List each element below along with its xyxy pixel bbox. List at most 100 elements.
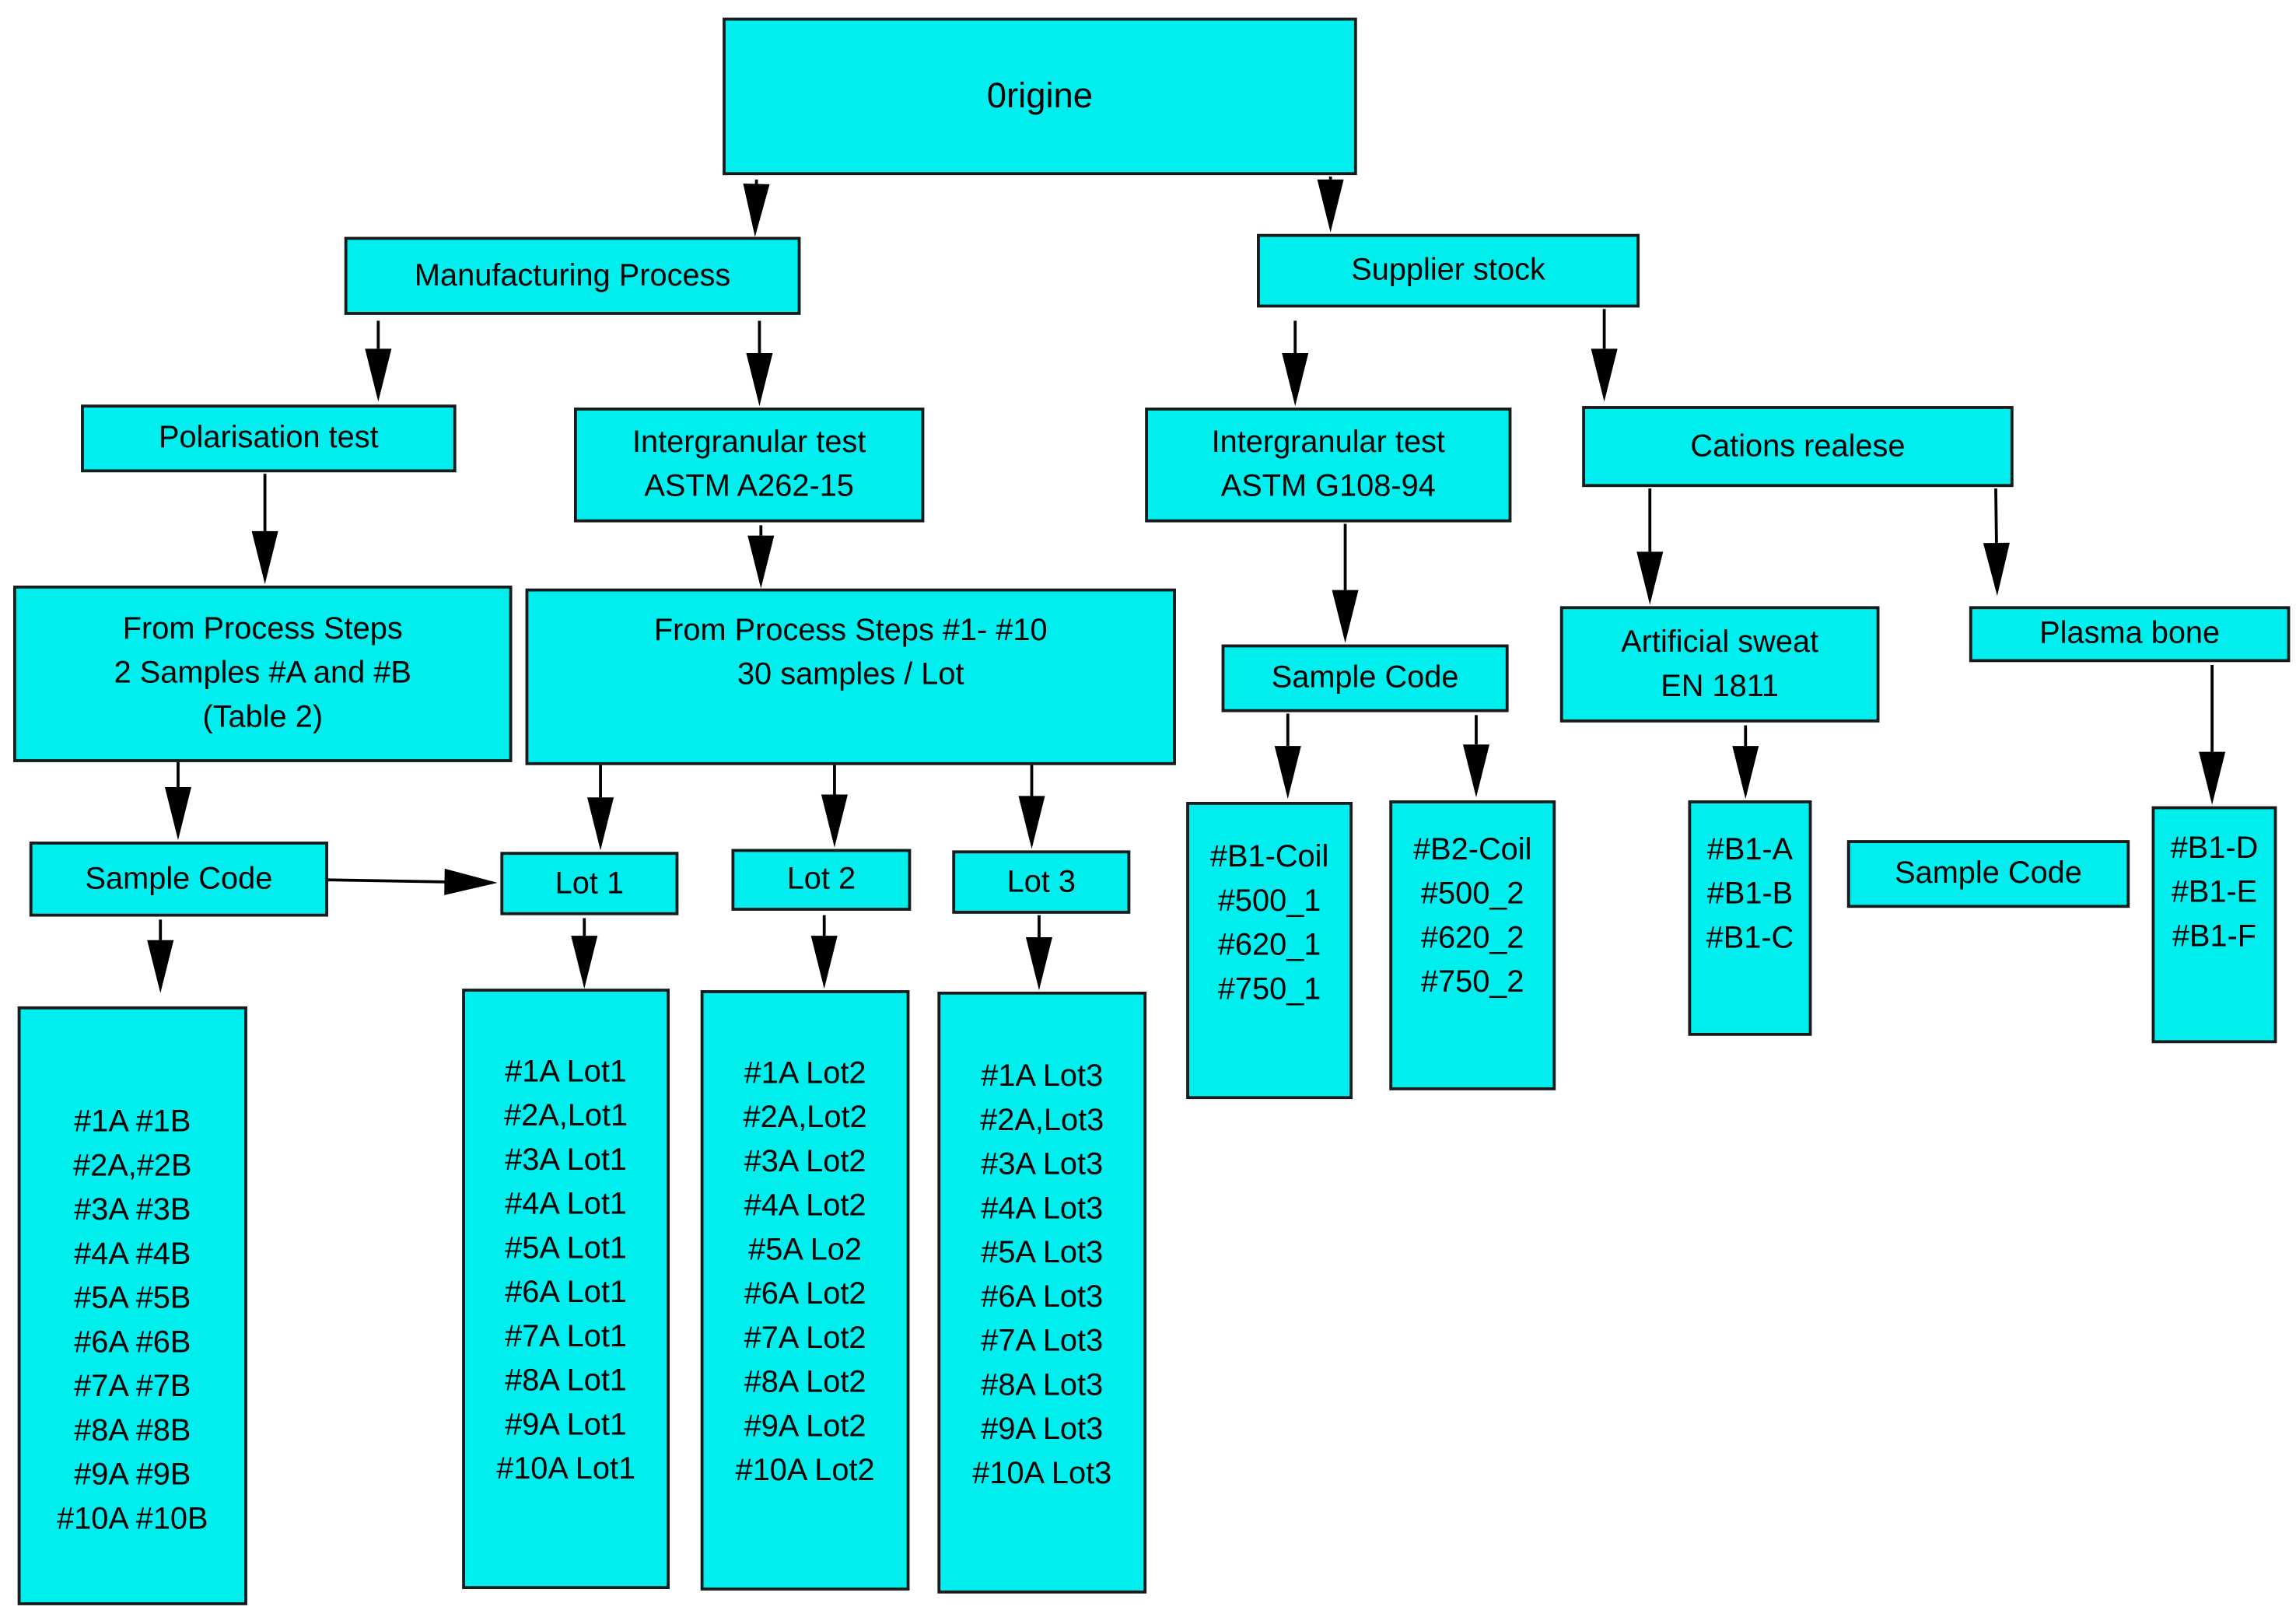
manufacturing-to-intergranular-a262-arrow — [746, 320, 773, 407]
cations-release-label: Cations realese — [1690, 429, 1906, 463]
b1-coil-line-3: #620_1 — [1217, 927, 1321, 962]
supplier-to-intergranular-g108-arrow — [1282, 320, 1309, 407]
b2-coil-line-4: #750_2 — [1420, 964, 1524, 999]
samples-lot3-box: #1A Lot3 #2A,Lot3 #3A Lot3 #4A Lot3 #5A … — [937, 992, 1147, 1594]
origine-label: 0rigine — [986, 75, 1094, 116]
samples-lot3-line-4: #4A Lot3 — [981, 1191, 1104, 1225]
b1-coil-line-4: #750_1 — [1217, 971, 1321, 1006]
samples-lot1-line-7: #7A Lot1 — [505, 1319, 628, 1354]
samples-lot3-line-3: #3A Lot3 — [981, 1146, 1104, 1181]
intergranular-g108-box: Intergranular test ASTM G108-94 — [1145, 408, 1512, 523]
manufacturing-process-label: Manufacturing Process — [414, 257, 731, 292]
samples-lot2-line-2: #2A,Lot2 — [743, 1100, 867, 1135]
b1-coil-line-1: #B1-Coil — [1209, 839, 1329, 873]
samples-ab-line-3: #3A #3B — [74, 1192, 191, 1227]
samples-lot3-line-7: #7A Lot3 — [981, 1323, 1104, 1358]
samples-lot3-line-5: #5A Lot3 — [981, 1235, 1104, 1269]
samples-lot1-line-9: #9A Lot1 — [505, 1408, 628, 1442]
from-process-steps-ab-line-3: (Table 2) — [202, 700, 324, 734]
samples-lot2-line-5: #5A Lo2 — [748, 1233, 863, 1267]
samples-ab-line-6: #6A #6B — [74, 1325, 191, 1359]
intergranular-a262-to-from-steps-lot-arrow — [747, 525, 775, 589]
lot1-to-samples-lot1-arrow — [571, 918, 598, 989]
from-process-steps-lot-box: From Process Steps #1- #10 30 samples / … — [525, 588, 1176, 765]
sample-code-right-label: Sample Code — [1895, 856, 2082, 891]
artificial-sweat-to-b1-abc-arrow — [1732, 725, 1759, 800]
from-process-steps-ab-line-2: 2 Samples #A and #B — [114, 656, 411, 691]
samples-lot3-line-8: #8A Lot3 — [981, 1367, 1104, 1402]
samples-lot2-line-4: #4A Lot2 — [744, 1188, 866, 1223]
sample-code-to-b1-coil-arrow — [1274, 713, 1301, 800]
sample-code-left-to-lot1-arrow — [327, 868, 498, 895]
samples-lot2-line-7: #7A Lot2 — [744, 1321, 866, 1356]
b2-coil-line-3: #620_2 — [1420, 920, 1524, 954]
samples-lot3-line-2: #2A,Lot3 — [980, 1102, 1104, 1137]
from-steps-lot-to-lot1-arrow — [587, 756, 614, 851]
intergranular-g108-line-1: Intergranular test — [1211, 425, 1446, 460]
samples-lot1-line-10: #10A Lot1 — [496, 1452, 636, 1486]
samples-lot1-line-2: #2A,Lot1 — [504, 1099, 628, 1133]
sample-code-to-b2-coil-arrow — [1462, 715, 1490, 798]
plasma-bone-box: Plasma bone — [1969, 606, 2291, 663]
sample-code-mid-label: Sample Code — [1271, 660, 1459, 695]
lot2-to-samples-lot2-arrow — [810, 915, 838, 989]
b1-def-box: #B1-D #B1-E #B1-F — [2151, 806, 2277, 1044]
samples-lot3-line-9: #9A Lot3 — [981, 1412, 1104, 1446]
intergranular-a262-box: Intergranular test ASTM A262-15 — [573, 408, 925, 523]
polarisation-to-from-steps-ab-arrow — [251, 474, 278, 585]
intergranular-g108-line-2: ASTM G108-94 — [1220, 469, 1436, 503]
samples-ab-line-7: #7A #7B — [74, 1369, 191, 1403]
samples-ab-line-2: #2A,#2B — [73, 1148, 192, 1182]
samples-lot1-line-6: #6A Lot1 — [505, 1276, 628, 1310]
b2-coil-line-1: #B2-Coil — [1413, 831, 1532, 866]
lot-2-label: Lot 2 — [786, 862, 856, 897]
plasma-bone-to-b1-def-arrow — [2199, 665, 2226, 805]
samples-ab-line-4: #4A #4B — [74, 1236, 191, 1271]
from-steps-lot-to-lot3-arrow — [1018, 763, 1045, 849]
samples-lot1-line-8: #8A Lot1 — [505, 1363, 628, 1398]
artificial-sweat-line-1: Artificial sweat — [1621, 625, 1819, 659]
lot-3-label: Lot 3 — [1006, 864, 1076, 898]
polarisation-test-box: Polarisation test — [81, 404, 457, 473]
from-process-steps-lot-line-1: From Process Steps #1- #10 — [653, 612, 1048, 647]
b1-abc-line-3: #B1-C — [1706, 920, 1794, 954]
from-process-steps-ab-line-1: From Process Steps — [122, 611, 403, 646]
b1-abc-line-1: #B1-A — [1706, 831, 1794, 866]
samples-ab-line-9: #9A #9B — [74, 1457, 191, 1492]
lot-1-box: Lot 1 — [500, 852, 679, 915]
samples-lot1-box: #1A Lot1 #2A,Lot1 #3A Lot1 #4A Lot1 #5A … — [462, 989, 670, 1590]
samples-lot3-line-1: #1A Lot3 — [981, 1059, 1104, 1093]
samples-lot2-line-1: #1A Lot2 — [744, 1056, 866, 1090]
intergranular-a262-line-2: ASTM A262-15 — [644, 469, 854, 503]
origine-to-supplier-arrow — [1317, 177, 1344, 233]
samples-ab-line-1: #1A #1B — [74, 1104, 191, 1139]
samples-ab-line-8: #8A #8B — [74, 1412, 191, 1447]
plasma-bone-label: Plasma bone — [2039, 616, 2221, 651]
b1-abc-box: #B1-A #B1-B #B1-C — [1688, 800, 1812, 1036]
lot-2-box: Lot 2 — [731, 849, 912, 911]
b1-def-line-2: #B1-E — [2171, 874, 2258, 909]
samples-ab-line-5: #5A #5B — [74, 1280, 191, 1315]
samples-ab-line-10: #10A #10B — [57, 1501, 208, 1535]
samples-lot1-line-4: #4A Lot1 — [505, 1187, 628, 1222]
samples-lot2-line-8: #8A Lot2 — [744, 1365, 866, 1400]
sample-code-mid-box: Sample Code — [1221, 644, 1509, 712]
origine-to-manufacturing-arrow — [743, 179, 770, 237]
samples-lot2-box: #1A Lot2 #2A,Lot2 #3A Lot2 #4A Lot2 #5A … — [700, 990, 910, 1591]
supplier-stock-box: Supplier stock — [1257, 233, 1640, 308]
samples-lot3-line-10: #10A Lot3 — [972, 1455, 1112, 1490]
intergranular-g108-to-sample-code-arrow — [1332, 523, 1359, 643]
samples-ab-box: #1A #1B #2A,#2B #3A #3B #4A #4B #5A #5B … — [17, 1006, 247, 1605]
b1-def-line-1: #B1-D — [2170, 830, 2259, 865]
supplier-stock-label: Supplier stock — [1351, 253, 1545, 287]
sample-code-left-label: Sample Code — [85, 861, 273, 896]
b2-coil-line-2: #500_2 — [1420, 876, 1524, 911]
artificial-sweat-line-2: EN 1811 — [1661, 668, 1779, 703]
manufacturing-to-polarisation-arrow — [365, 320, 392, 402]
samples-lot1-line-3: #3A Lot1 — [505, 1143, 628, 1178]
lot3-to-samples-lot3-arrow — [1025, 915, 1052, 991]
samples-lot2-line-6: #6A Lot2 — [744, 1276, 866, 1311]
polarisation-test-label: Polarisation test — [158, 421, 379, 455]
